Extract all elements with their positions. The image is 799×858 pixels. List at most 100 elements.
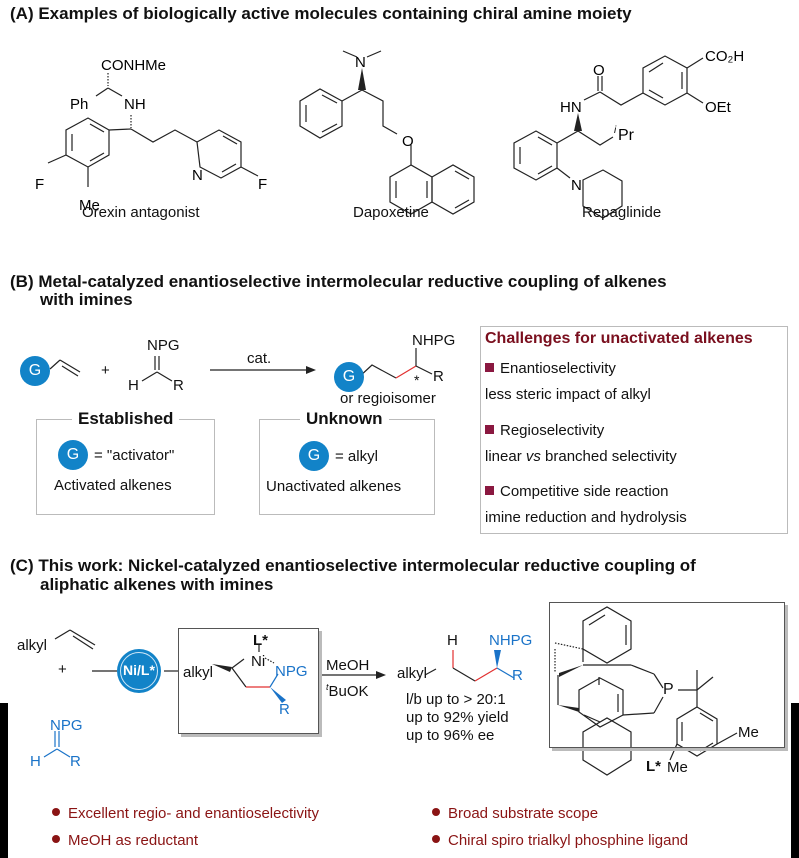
label-nh: NH [124,96,146,113]
highlight-text: MeOH as reductant [68,832,199,849]
established-box [36,419,215,515]
label-ipr: Pr [618,127,635,144]
label-ipr-sup: i [614,125,617,136]
established-eq: = "activator" [94,447,175,464]
label-oet: OEt [705,99,732,116]
detail-vs: vs [525,448,541,465]
challenge-item-3-detail: imine reduction and hydrolysis [485,509,687,526]
label-n: N [192,167,203,184]
product-r: R [512,667,523,684]
intermediate-ni: Ni [251,653,266,670]
imine-h-c: H [30,753,41,770]
established-title: Established [72,409,180,429]
label-f1: F [35,176,44,193]
result-ee: up to 96% ee [406,727,495,744]
challenge-item-2-detail: linear vs branched selectivity [485,448,677,466]
product-h: H [447,632,458,649]
intermediate-npg: NPG [275,663,308,680]
g-group-established: G [58,440,88,470]
bullet-dot-icon [432,835,440,843]
challenge-item-3-head: Competitive side reaction [485,483,668,501]
condition-tbuok: tBuOK [326,678,369,701]
challenges-box [480,326,788,534]
tert-prefix: t [326,682,329,692]
imine-h-b: H [128,377,139,394]
molecule-name-repaglinide: Repaglinide [582,204,662,221]
label-hn: HN [560,99,582,116]
label-n-dapox: N [355,54,366,71]
orexin-antagonist-structure [47,73,259,187]
alkene-alkyl-label: alkyl [17,637,48,654]
dapoxetine-structure [299,50,475,215]
molecule-name-orexin: Orexin antagonist [82,204,200,221]
bullet-dot-icon [52,835,60,843]
label-co2h: CO₂H [705,48,744,65]
arrow-catalyst-label: cat. [247,350,272,367]
detail-text: linear [485,448,526,465]
bullet-dot-icon [52,808,60,816]
section-b-title-line2: with imines [40,290,133,309]
square-bullet-icon [485,425,494,434]
right-edge-bar [791,703,799,858]
intermediate-ligand: L* [253,632,268,649]
result-yield: up to 92% yield [406,709,509,726]
catalyst-label: Ni/L* [123,662,155,678]
ligand-structure [554,606,738,776]
label-o-dapox: O [402,133,414,150]
bullet-dot-icon [432,808,440,816]
highlight-text: Excellent regio- and enantioselectivity [68,805,319,822]
square-bullet-icon [485,363,494,372]
highlight-1: Excellent regio- and enantioselectivity [52,805,319,822]
label-ph: Ph [70,96,88,113]
challenge-head: Competitive side reaction [500,483,669,500]
unknown-title: Unknown [300,409,389,429]
condition-meoh: MeOH [326,657,370,674]
g-group-product: G [334,362,364,392]
label-n-repag: N [571,177,582,194]
imine-npg-c: NPG [50,717,83,734]
section-a-title: (A) Examples of biologically active mole… [10,4,632,23]
challenge-head: Regioselectivity [500,422,605,439]
g-group-reactant: G [20,356,50,386]
label-conhme: CONHMe [101,57,166,74]
catalyst-badge: Ni/L* [117,649,161,693]
product-nhpg-b: NHPG [412,332,456,349]
challenge-item-1-head: Enantioselectivity [485,360,616,378]
label-f2: F [258,176,267,193]
repaglinide-structure [513,55,704,219]
ligand-me1: Me [738,724,759,741]
product-r-b: R [433,368,444,385]
imine-r-b: R [173,377,184,394]
unknown-eq: = alkyl [335,448,378,465]
left-edge-bar [0,703,8,858]
g-group-unknown: G [299,441,329,471]
challenge-item-2-head: Regioselectivity [485,422,604,440]
stereocenter-star: * [414,372,420,388]
product-alkyl: alkyl [397,665,428,682]
intermediate-box [178,628,319,734]
detail-text: branched selectivity [540,448,677,465]
base-name: BuOK [328,683,369,700]
label-o-repag: O [593,62,605,79]
intermediate-r: R [279,701,290,718]
ligand-me2: Me [667,759,688,776]
challenges-title: Challenges for unactivated alkenes [485,330,753,347]
product-nhpg: NHPG [489,632,533,649]
highlight-3: Broad substrate scope [432,805,598,822]
highlight-text: Broad substrate scope [448,805,599,822]
square-bullet-icon [485,486,494,495]
imine-r-c: R [70,753,81,770]
imine-npg-b: NPG [147,337,180,354]
ligand-phosphorus: P [663,681,674,698]
challenge-item-1-detail: less steric impact of alkyl [485,386,651,403]
challenge-head: Enantioselectivity [500,360,616,377]
highlight-2: MeOH as reductant [52,832,198,849]
intermediate-alkyl: alkyl [183,664,214,681]
plus-sign-b: + [101,362,110,379]
ligand-box [549,602,785,748]
highlight-text: Chiral spiro trialkyl phosphine ligand [448,832,689,849]
section-b-title-line1: (B) Metal-catalyzed enantioselective int… [10,272,667,291]
unknown-caption: Unactivated alkenes [266,478,402,495]
plus-sign-c: + [58,661,67,678]
